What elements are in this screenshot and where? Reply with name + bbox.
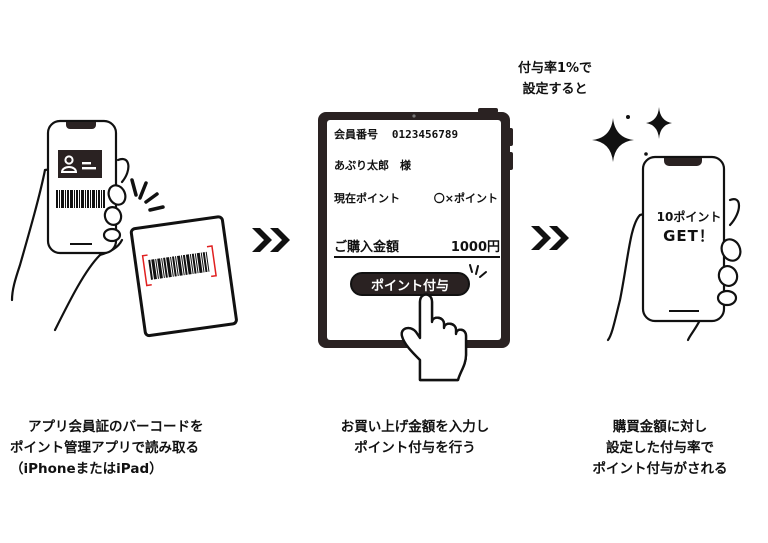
step2-caption: お買い上げ金額を入力し ポイント付与を行う: [310, 417, 520, 459]
award-points-button[interactable]: ポイント付与: [350, 272, 470, 296]
customer-name: あぷり太郎 様: [334, 159, 411, 172]
step1-caption: アプリ会員証のバーコードを ポイント管理アプリで読み取る （iPhoneまたはi…: [10, 417, 280, 480]
tablet-step2-icon: [318, 108, 513, 348]
purchase-amount-label: ご購入金額: [334, 240, 400, 255]
barcode-icon: [148, 251, 210, 280]
points-earned-line1: 10ポイント: [656, 210, 722, 224]
scan-motion-lines: [130, 178, 165, 212]
double-chevron-right-icon: [252, 228, 290, 252]
current-points-label: 現在ポイント: [334, 192, 400, 205]
step3-caption-line1: 購買金額に対し: [612, 419, 708, 435]
step3-caption-line2: 設定した付与率で: [606, 440, 714, 456]
tablet-scanner-icon: [129, 215, 238, 338]
step3-caption: 購買金額に対し 設定した付与率で ポイント付与がされる: [570, 417, 750, 480]
step2-caption-line1: お買い上げ金額を入力し: [340, 419, 490, 435]
step1-caption-line3: （iPhoneまたはiPad）: [10, 461, 163, 477]
step1-caption-line1: アプリ会員証のバーコードを: [28, 419, 204, 435]
current-points-row: 現在ポイント 〇×ポイント: [334, 190, 498, 206]
rate-note: 付与率1%で 設定すると: [500, 58, 610, 100]
purchase-amount-value: 1000円: [450, 240, 500, 255]
phone-step3-icon: [641, 155, 726, 323]
tap-motion-lines: [469, 264, 487, 278]
points-earned-line2: GET！: [663, 227, 715, 245]
purchase-amount-row: ご購入金額 1000円: [334, 236, 500, 258]
step3-caption-line3: ポイント付与がされる: [592, 461, 728, 477]
hand-holding-phone-illustration: [606, 198, 741, 342]
sparkle-icon: [592, 107, 672, 162]
member-number-label: 会員番号: [334, 128, 378, 141]
member-number-value: 0123456789: [391, 128, 459, 141]
rate-note-line2: 設定すると: [522, 82, 588, 97]
current-points-value: 〇×ポイント: [433, 192, 498, 205]
step1-caption-line2: ポイント管理アプリで読み取る: [10, 440, 199, 456]
rate-note-line1: 付与率1%で: [517, 61, 593, 76]
step2-caption-line2: ポイント付与を行う: [354, 440, 476, 456]
member-number-row: 会員番号 0123456789: [334, 126, 458, 142]
double-chevron-right-icon: [531, 226, 569, 250]
phone-step1-icon: [46, 119, 118, 255]
barcode-icon: [56, 190, 105, 208]
points-earned-message: 10ポイント GET！: [646, 208, 732, 246]
member-card-icon: [58, 150, 102, 178]
fingers-illustration: [102, 184, 127, 243]
scan-frame: [141, 245, 217, 287]
fingers-illustration: [716, 238, 742, 307]
